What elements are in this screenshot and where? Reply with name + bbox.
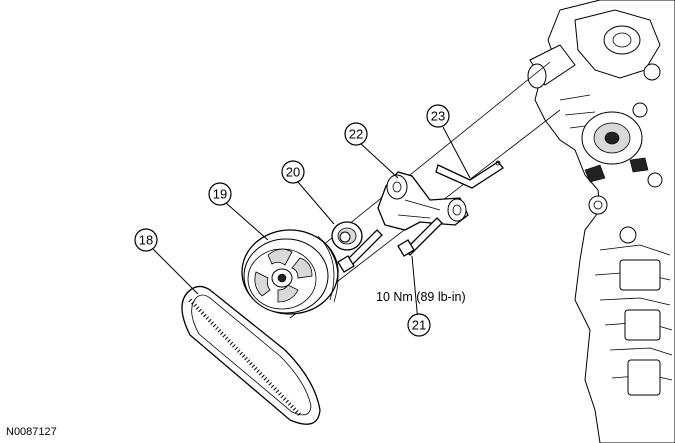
engine-block: [527, 0, 675, 443]
callout-23: 23: [426, 104, 450, 128]
callout-20: 20: [281, 160, 305, 184]
part-21-bolts: [337, 217, 443, 273]
callout-20-label: 20: [286, 165, 300, 180]
callout-19-label: 19: [213, 187, 227, 202]
callout-18-label: 18: [139, 233, 153, 248]
callout-21: 21: [407, 313, 431, 337]
part-22-tensioner-bracket: [377, 171, 469, 231]
torque-spec: 10 Nm (89 lb-in): [376, 290, 466, 304]
leader-lines: [151, 126, 471, 323]
part-23-bracket: [435, 160, 504, 189]
callout-23-label: 23: [431, 109, 445, 124]
figure-id: N0087127: [6, 426, 57, 438]
part-20-spacer: [331, 221, 363, 251]
callout-18: 18: [134, 228, 158, 252]
part-19-crankshaft-pulley: [241, 229, 339, 315]
callout-22: 22: [344, 122, 368, 146]
callout-22-label: 22: [349, 127, 363, 142]
part-18-drive-belt: [181, 285, 321, 425]
callout-19: 19: [208, 182, 232, 206]
callout-21-label: 21: [412, 318, 426, 333]
